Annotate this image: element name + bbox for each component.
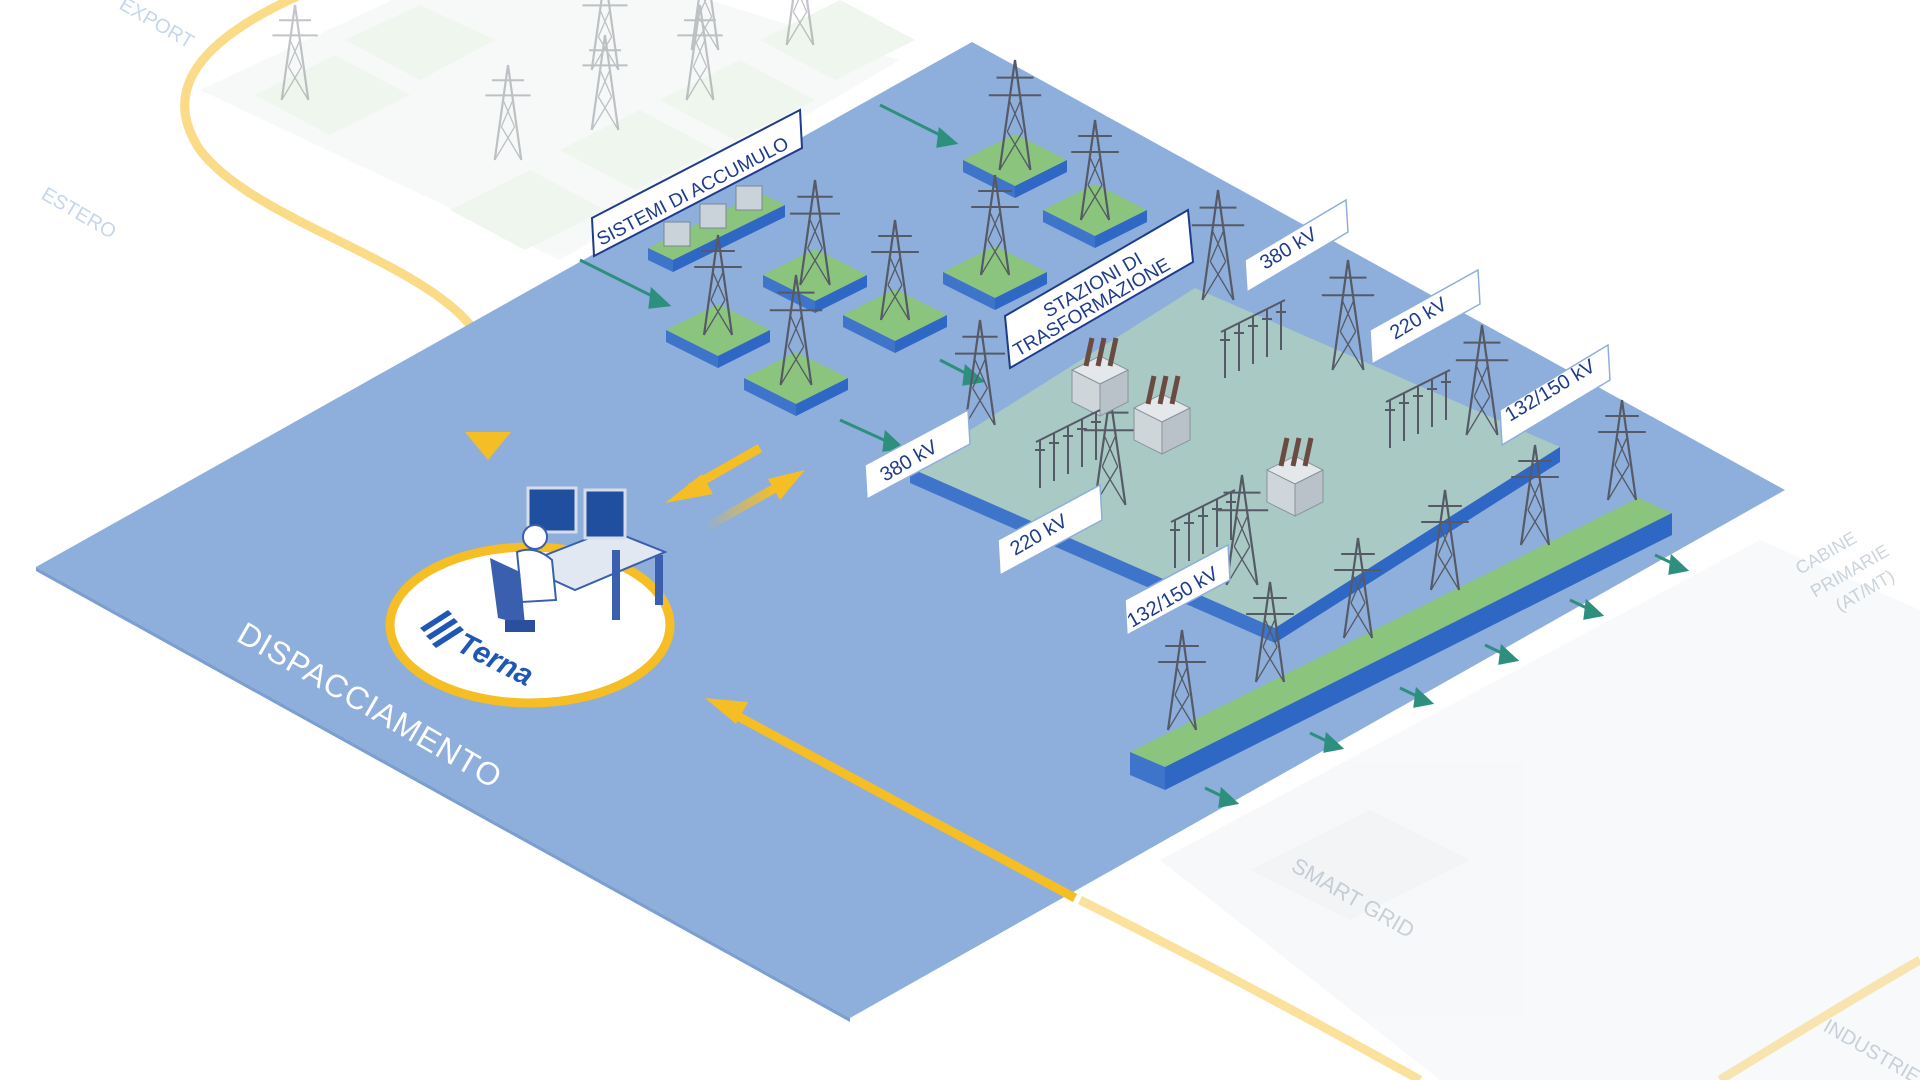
tower-pad	[763, 249, 867, 313]
tower-icon	[1246, 581, 1294, 683]
tower-icon	[769, 274, 823, 386]
tower-icon	[677, 4, 723, 101]
arrow-down-icon	[465, 432, 511, 460]
tower-pad	[943, 246, 1047, 310]
dispatch-flow-arrows	[665, 444, 1078, 902]
tower-icon	[272, 4, 318, 101]
tower-icon	[1321, 259, 1375, 371]
switchgear-icon	[1385, 369, 1451, 448]
switchgear-icon	[1170, 489, 1236, 568]
flow-arrows	[579, 103, 1690, 808]
transmission-towers	[272, 0, 1646, 731]
tower-icon	[1158, 629, 1206, 731]
transformers	[1070, 337, 1325, 517]
tower-pad	[1043, 184, 1147, 248]
tower-icon	[971, 174, 1019, 276]
tower-icon	[1511, 444, 1559, 546]
tower-icon	[1598, 399, 1646, 501]
transformer-icon	[1132, 375, 1192, 455]
transmission-platform	[36, 42, 1785, 1018]
faded-generation-area	[200, 0, 915, 260]
faded-distribution-area	[1160, 540, 1920, 1080]
tower-icon	[485, 64, 531, 161]
label-estero: ESTERO	[38, 183, 120, 243]
tower-icon	[690, 0, 720, 51]
storage-systems	[648, 185, 785, 272]
tower-icon	[582, 0, 628, 71]
tower-icon	[785, 0, 815, 46]
tower-pad	[963, 134, 1067, 198]
voltage-label-380-left: 380 kV	[864, 408, 971, 501]
tower-icon	[790, 179, 840, 286]
dispatch-center	[385, 486, 675, 708]
dispatch-loop-bottom	[1077, 895, 1423, 1080]
tower-icon	[1071, 119, 1119, 221]
tower-icon	[1334, 537, 1382, 639]
tower-icon	[1191, 189, 1245, 301]
tower-icon	[1455, 324, 1509, 436]
label-export: EXPORT	[116, 0, 198, 53]
terna-logo-mark	[420, 610, 464, 648]
transformer-icon	[1265, 437, 1325, 517]
tower-pads	[666, 134, 1147, 416]
tower-icon	[694, 234, 742, 336]
switchgear-icon	[1035, 409, 1101, 488]
transmission-strip	[1130, 498, 1672, 790]
tower-icon	[1421, 489, 1469, 591]
switchgear-icon	[1220, 299, 1286, 378]
dispatch-loop-path	[180, 0, 493, 445]
tower-pad	[843, 289, 947, 353]
tower-icon	[582, 34, 628, 131]
tower-icon	[871, 219, 919, 321]
tower-pad	[744, 352, 848, 416]
switchgear	[1035, 299, 1451, 568]
tower-icon	[955, 319, 1005, 426]
transformer-icon	[1070, 337, 1130, 417]
tower-icon	[988, 59, 1042, 171]
tower-pad	[666, 304, 770, 368]
